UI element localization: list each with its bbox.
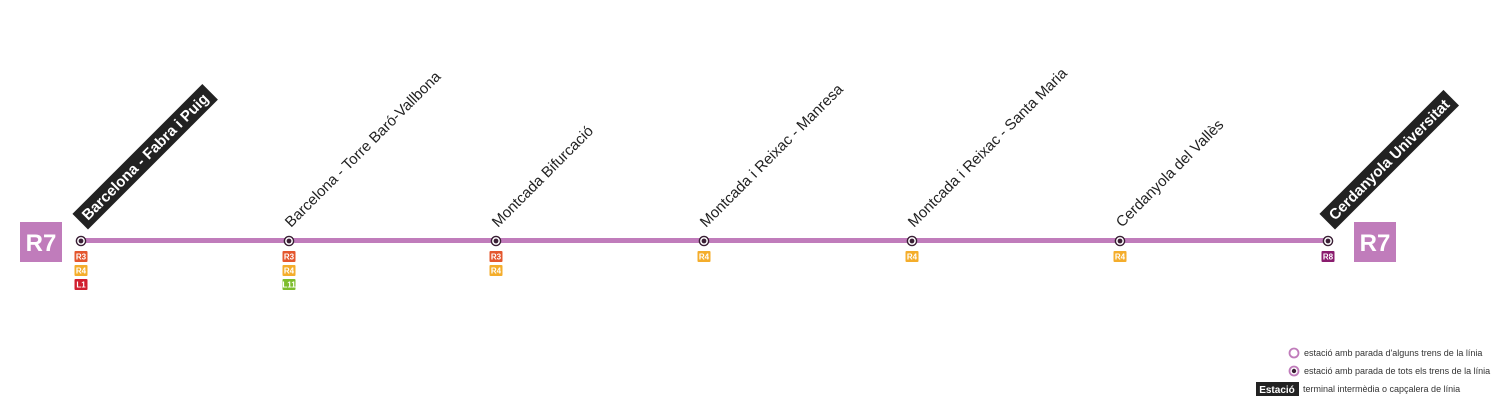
terminal-label: Barcelona - Fabra i Puig xyxy=(72,84,218,230)
connection-badge-bg xyxy=(697,251,711,262)
station-name: Montcada Bifurcació xyxy=(489,123,597,231)
connection-badge-label: R3 xyxy=(491,253,502,262)
connection-badge: L1 xyxy=(74,279,88,290)
connection-badge: R3 xyxy=(282,251,296,262)
connection-badge-bg xyxy=(282,279,296,290)
connection-badge-label: R4 xyxy=(907,253,918,262)
station-marker-dot xyxy=(1117,238,1123,244)
connection-badge-bg xyxy=(74,265,88,276)
connection-badge: R4 xyxy=(905,251,919,262)
connection-badge: R4 xyxy=(1113,251,1127,262)
connection-badge: R4 xyxy=(489,265,503,276)
all-stop-icon-dot xyxy=(1291,368,1297,374)
connection-badge-label: R4 xyxy=(76,267,87,276)
connection-badge-bg xyxy=(282,265,296,276)
connection-badge: R8 xyxy=(1321,251,1335,262)
connection-badge-label: R3 xyxy=(76,253,87,262)
connection-badge-bg xyxy=(74,279,88,290)
station-name: Cerdanyola Universitat xyxy=(1326,96,1454,224)
station-name: Barcelona - Fabra i Puig xyxy=(79,90,212,223)
stations-layer: Barcelona - Fabra i PuigR3R4L1Barcelona … xyxy=(72,64,1460,290)
connection-badge-label: R4 xyxy=(491,267,502,276)
legend-key-label: Estació xyxy=(1259,385,1295,396)
connection-badge: L11 xyxy=(282,279,296,290)
line-badge-left-bg xyxy=(20,222,62,262)
terminal-label-bg xyxy=(1319,89,1460,230)
connection-badge-label: R3 xyxy=(284,253,295,262)
connection-badge: R4 xyxy=(697,251,711,262)
legend-key-box xyxy=(1256,382,1299,396)
connection-badge-label: L1 xyxy=(76,281,86,290)
connection-badge: R4 xyxy=(74,265,88,276)
terminal-label-bg xyxy=(72,84,218,230)
line-badge-right: R7 xyxy=(1354,222,1396,262)
connection-badge-label: R4 xyxy=(1115,253,1126,262)
connection-badge: R3 xyxy=(489,251,503,262)
connection-badge: R4 xyxy=(282,265,296,276)
connection-badge-bg xyxy=(74,251,88,262)
connection-badge: R3 xyxy=(74,251,88,262)
station-name: Montcada i Reixac - Santa Maria xyxy=(905,64,1071,230)
station-name: Cerdanyola del Vallès xyxy=(1113,116,1227,230)
partial-stop-icon xyxy=(1288,347,1300,359)
legend-partial-stop: estació amb parada d'alguns trens de la … xyxy=(1304,348,1482,358)
line-badge-right-bg xyxy=(1354,222,1396,262)
legend-terminal-note: terminal intermèdia o capçalera de línia xyxy=(1303,384,1460,394)
station-name: Montcada i Reixac - Manresa xyxy=(697,80,847,230)
connection-badge-bg xyxy=(905,251,919,262)
connection-badge-bg xyxy=(282,251,296,262)
terminal-label: Cerdanyola Universitat xyxy=(1319,89,1460,230)
connection-badge-label: R4 xyxy=(699,253,710,262)
connection-badge-bg xyxy=(489,251,503,262)
legend: estació amb parada d'alguns trens de la … xyxy=(1256,347,1490,396)
connection-badge-bg xyxy=(1321,251,1335,262)
station-name: Barcelona - Torre Baró-Vallbona xyxy=(282,68,445,231)
connection-badge-label: R8 xyxy=(1323,253,1334,262)
connection-badge-label: R4 xyxy=(284,267,295,276)
connection-badge-bg xyxy=(489,265,503,276)
station-marker-dot xyxy=(909,238,915,244)
station-marker-dot xyxy=(78,238,84,244)
line-badge-left-label: R7 xyxy=(26,230,57,257)
line-badge-left: R7 xyxy=(20,222,62,262)
station-marker-dot xyxy=(286,238,292,244)
station-marker-dot xyxy=(1325,238,1331,244)
connection-badge-bg xyxy=(1113,251,1127,262)
station-marker-dot xyxy=(493,238,499,244)
connection-badge-label: L11 xyxy=(282,281,296,290)
legend-all-stop: estació amb parada de tots els trens de … xyxy=(1304,366,1490,376)
line-badge-right-label: R7 xyxy=(1360,230,1391,257)
station-marker-dot xyxy=(701,238,707,244)
